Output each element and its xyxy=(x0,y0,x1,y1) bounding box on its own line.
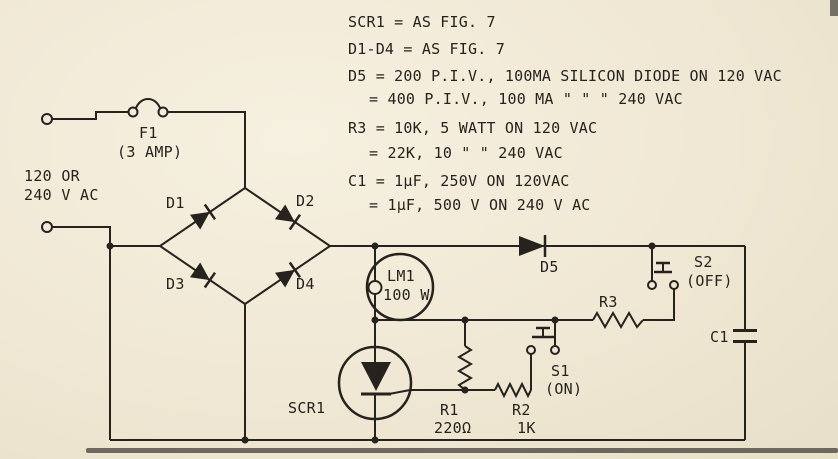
resistor-r1: R1 220Ω xyxy=(434,320,473,437)
note-line-4: = 400 P.I.V., 100 MA " " " 240 VAC xyxy=(369,90,683,108)
wire-t2-to-common xyxy=(52,226,111,440)
junction-dot xyxy=(551,316,559,324)
scr-triangle-icon xyxy=(361,362,391,391)
diode-d3-bar xyxy=(203,271,217,289)
capacitor-c1: C1 xyxy=(710,246,757,440)
wire-r3-to-s2 xyxy=(643,289,675,321)
resistor-r1-icon xyxy=(457,345,473,391)
junction-dot xyxy=(461,316,469,324)
ac-input: 120 OR 240 V AC xyxy=(24,111,129,440)
note-line-6: = 22K, 10 " " 240 VAC xyxy=(369,144,563,162)
junction-dot xyxy=(371,316,379,324)
label-d4: D4 xyxy=(296,275,315,293)
component-notes: SCR1 = AS FIG. 7 D1-D4 = AS FIG. 7 D5 = … xyxy=(348,13,782,214)
label-d5: D5 xyxy=(540,258,559,276)
label-r2-value: 1K xyxy=(517,419,536,437)
label-c1: C1 xyxy=(710,328,729,346)
note-line-8: = 1μF, 500 V ON 240 V AC xyxy=(369,196,591,214)
junction-dot xyxy=(371,242,379,250)
label-d3: D3 xyxy=(166,275,185,293)
label-r2: R2 xyxy=(512,401,531,419)
fuse-element-icon xyxy=(135,98,161,109)
s2-contact-icon xyxy=(669,280,679,290)
scan-artifacts xyxy=(86,0,838,453)
corner-mark xyxy=(830,0,838,16)
resistor-r2: R2 1K xyxy=(494,354,536,437)
note-line-1: SCR1 = AS FIG. 7 xyxy=(348,13,496,31)
label-r1-value: 220Ω xyxy=(434,419,471,437)
s1-contact-icon xyxy=(550,345,560,355)
diode-d2-icon xyxy=(275,204,295,223)
label-r1: R1 xyxy=(440,401,459,419)
resistor-r3: R3 xyxy=(592,289,675,330)
diode-d4-icon xyxy=(275,269,295,288)
diode-d5: D5 xyxy=(519,235,559,276)
junction-dots xyxy=(106,242,656,444)
s1-contact-icon xyxy=(526,345,536,355)
diode-d3-icon xyxy=(190,262,210,281)
wire-fuse-to-bridge xyxy=(167,111,246,188)
note-line-2: D1-D4 = AS FIG. 7 xyxy=(348,40,505,58)
label-s2-mode: (OFF) xyxy=(686,272,733,290)
label-lm1-rating: 100 W xyxy=(383,286,430,304)
lamp-lm1: LM1 100 W xyxy=(365,246,435,347)
label-s1: S1 xyxy=(551,362,570,380)
junction-dot xyxy=(371,436,379,444)
terminal-t2-icon xyxy=(41,221,53,233)
wire-gate-line xyxy=(388,389,495,395)
label-d1: D1 xyxy=(166,194,185,212)
label-input-voltage-2: 240 V AC xyxy=(24,186,99,204)
diode-d5-icon xyxy=(519,236,545,256)
junction-dot xyxy=(241,436,249,444)
diode-d4-bar xyxy=(288,261,302,279)
label-s2: S2 xyxy=(694,253,713,271)
junction-dot xyxy=(648,242,656,250)
label-input-voltage-1: 120 OR xyxy=(24,167,81,185)
resistor-r3-icon xyxy=(592,310,644,330)
diode-d1-icon xyxy=(190,211,210,230)
fuse-contact-icon xyxy=(127,106,139,118)
fuse-f1: F1 (3 AMP) xyxy=(117,98,246,188)
lamp-filament-icon xyxy=(367,280,383,295)
junction-dot xyxy=(106,242,114,250)
label-f1-rating: (3 AMP) xyxy=(117,143,182,161)
junction-dot xyxy=(461,386,469,394)
fuse-contact-icon xyxy=(157,106,169,118)
pushbutton-s2: S2 (OFF) xyxy=(647,246,733,290)
note-line-5: R3 = 10K, 5 WATT ON 120 VAC xyxy=(348,119,597,137)
label-lm1: LM1 xyxy=(387,267,415,285)
pushbutton-s1: S1 (ON) xyxy=(526,320,582,398)
page-edge-shadow xyxy=(86,448,838,453)
label-scr1: SCR1 xyxy=(288,399,325,417)
terminal-t1-icon xyxy=(41,113,53,125)
wire-t1-to-fuse xyxy=(52,111,129,120)
resistor-r2-icon xyxy=(494,381,532,399)
bridge-rectifier: D1 D2 D3 D4 xyxy=(110,186,332,440)
label-s1-mode: (ON) xyxy=(545,380,582,398)
note-line-7: C1 = 1μF, 250V ON 120VAC xyxy=(348,172,570,190)
note-line-3: D5 = 200 P.I.V., 100MA SILICON DIODE ON … xyxy=(348,67,782,85)
s2-contact-icon xyxy=(647,280,657,290)
diode-d2-bar xyxy=(288,213,302,231)
label-r3: R3 xyxy=(599,293,618,311)
label-d2: D2 xyxy=(296,192,315,210)
diode-d1-bar xyxy=(203,203,217,221)
label-f1: F1 xyxy=(139,124,158,142)
